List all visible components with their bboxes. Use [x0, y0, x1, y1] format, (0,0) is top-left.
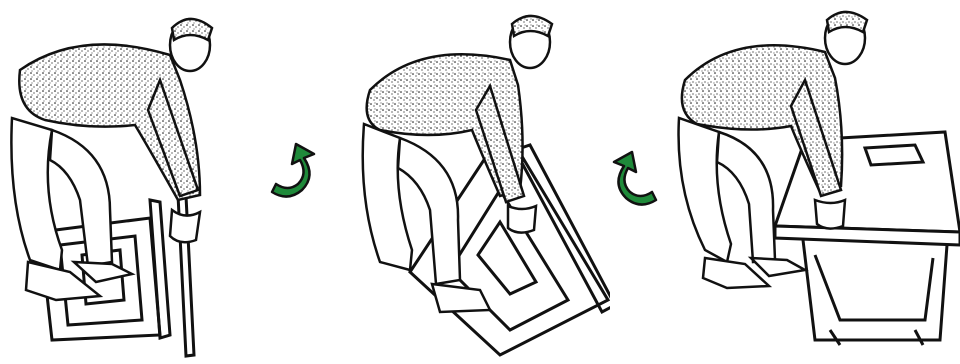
opened-table [775, 132, 960, 345]
person-figure [679, 12, 867, 288]
step-1-illustration [0, 0, 250, 364]
step-3-illustration [665, 0, 960, 364]
rotate-clockwise-arrow-icon [258, 140, 330, 212]
rotate-counter-clockwise-arrow-icon [598, 148, 670, 220]
step-2-illustration [340, 0, 610, 364]
